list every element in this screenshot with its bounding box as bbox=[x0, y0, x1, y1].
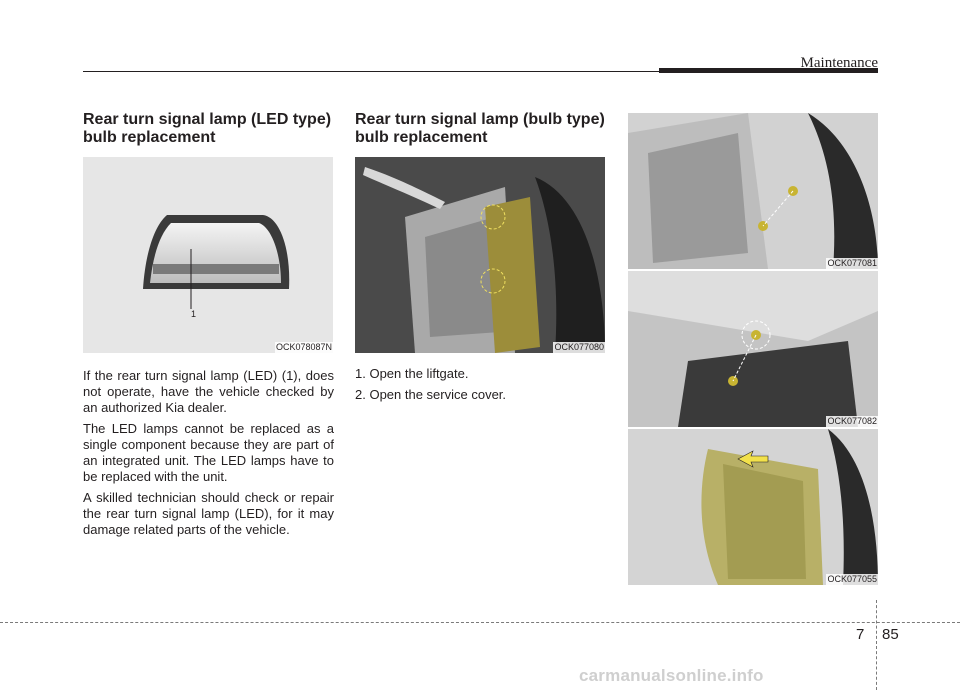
section-title: Maintenance bbox=[800, 55, 878, 71]
figure-code: OCK077081 bbox=[826, 258, 878, 269]
bulb-section-heading: Rear turn signal lamp (bulb type) bulb r… bbox=[355, 111, 605, 146]
bulb-figure-1: OCK077081 bbox=[628, 113, 878, 269]
page-number: 85 bbox=[882, 626, 899, 643]
socket-illustration-2 bbox=[628, 271, 878, 427]
led-lamp-illustration bbox=[143, 215, 290, 309]
step: 2. Open the service cover. bbox=[355, 387, 507, 402]
led-section-body: If the rear turn signal lamp (LED) (1), … bbox=[83, 368, 334, 543]
header-rule bbox=[83, 71, 659, 72]
service-cover-illustration bbox=[355, 157, 605, 353]
bulb-figure-2: OCK077082 bbox=[628, 271, 878, 427]
steps-list: 1. Open the liftgate. 2. Open the servic… bbox=[355, 366, 506, 408]
step: 1. Open the liftgate. bbox=[355, 366, 469, 381]
figure-code: OCK077080 bbox=[553, 342, 605, 353]
footer-rule bbox=[0, 622, 960, 623]
footer-divider bbox=[876, 600, 877, 690]
service-cover-figure: OCK077080 bbox=[355, 157, 605, 353]
led-lamp-figure: 1 OCK078087N bbox=[83, 157, 333, 353]
paragraph: The LED lamps cannot be replaced as a si… bbox=[83, 421, 334, 484]
lamp-removal-illustration bbox=[628, 429, 878, 585]
paragraph: A skilled technician should check or rep… bbox=[83, 490, 334, 537]
socket-illustration-1 bbox=[628, 113, 878, 269]
led-section-heading: Rear turn signal lamp (LED type) bulb re… bbox=[83, 111, 332, 146]
figure-code: OCK077082 bbox=[826, 416, 878, 427]
header-rule-accent bbox=[659, 68, 878, 73]
chapter-number: 7 bbox=[856, 626, 865, 643]
callout-1: 1 bbox=[191, 309, 197, 319]
figure-code: OCK078087N bbox=[274, 342, 333, 353]
figure-code: OCK077055 bbox=[826, 574, 878, 585]
watermark: carmanualsonline.info bbox=[579, 666, 764, 685]
bulb-figure-3: OCK077055 bbox=[628, 429, 878, 585]
paragraph: If the rear turn signal lamp (LED) (1), … bbox=[83, 368, 334, 415]
